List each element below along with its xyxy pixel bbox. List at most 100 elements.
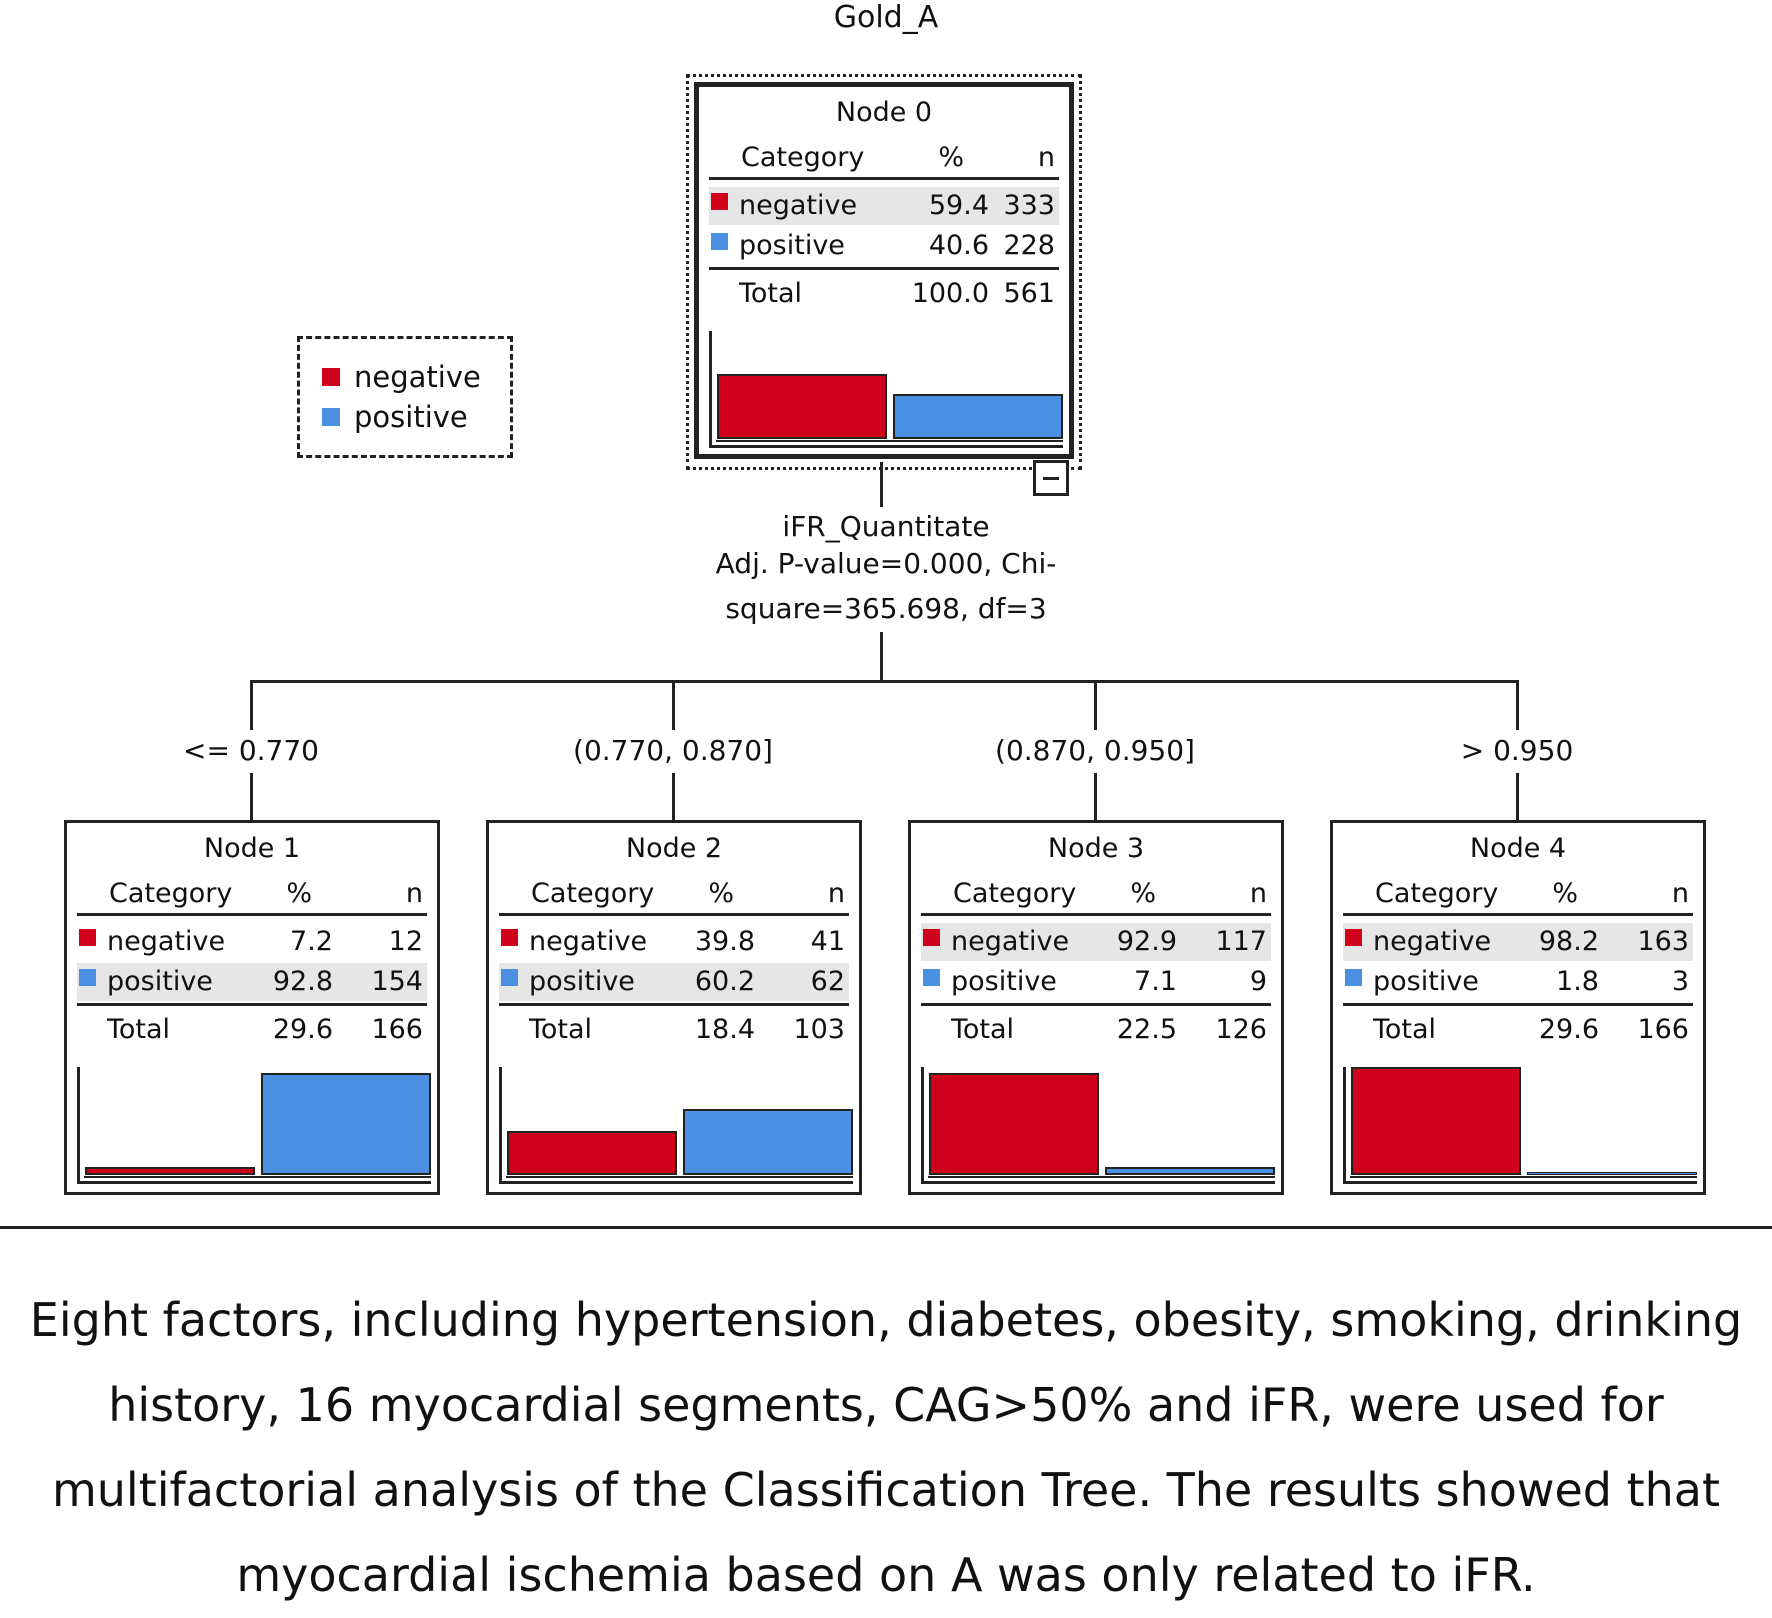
row-label: positive [951, 966, 1057, 997]
total-divider [921, 1003, 1271, 1006]
node-4[interactable]: Node 4 Category % n negative 98.2 163 po… [1330, 820, 1706, 1195]
row-n: 117 [1215, 926, 1267, 957]
connector-child-1-lower [250, 773, 253, 823]
collapse-button[interactable] [1033, 460, 1069, 496]
legend-label-negative: negative [354, 360, 481, 394]
legend: negative positive [297, 336, 513, 458]
swatch-negative [79, 929, 96, 946]
node-title: Node 1 [203, 833, 301, 864]
total-percent: 100.0 [911, 278, 989, 309]
row-label: negative [529, 926, 648, 957]
row-n: 62 [810, 966, 845, 997]
branch-label-4: > 0.950 [1460, 734, 1574, 767]
row-percent: 40.6 [928, 230, 989, 261]
total-n: 126 [1215, 1014, 1267, 1045]
table-total: Total 22.5 126 [921, 1011, 1271, 1049]
row-label: negative [951, 926, 1070, 957]
total-n: 166 [371, 1014, 423, 1045]
total-percent: 29.6 [272, 1014, 333, 1045]
branch-label-2: (0.770, 0.870] [573, 734, 773, 767]
node-2[interactable]: Node 2 Category % n negative 39.8 41 pos… [486, 820, 862, 1195]
row-n: 154 [371, 966, 423, 997]
total-divider [1343, 1003, 1693, 1006]
total-divider [499, 1003, 849, 1006]
row-percent: 59.4 [928, 190, 989, 221]
connector-horizontal [250, 680, 1518, 683]
connector-child-3 [1094, 680, 1097, 730]
header-percent: % [708, 878, 734, 909]
table-row-negative: negative 7.2 12 [77, 923, 427, 961]
table-header: Category % n [1343, 875, 1693, 916]
bar-positive [261, 1073, 431, 1175]
total-percent: 18.4 [694, 1014, 755, 1045]
divider [0, 1226, 1772, 1229]
swatch-positive [501, 969, 518, 986]
header-n: n [405, 878, 423, 909]
bar-chart [921, 1067, 1275, 1184]
bar-negative [85, 1167, 255, 1175]
header-n: n [1037, 142, 1055, 173]
branch-label-1: <= 0.770 [183, 734, 319, 767]
split-stats-line-1: Adj. P-value=0.000, Chi- [715, 547, 1057, 580]
node-title: Node 4 [1469, 833, 1567, 864]
branch-label-3: (0.870, 0.950] [995, 734, 1195, 767]
header-category: Category [953, 878, 1077, 909]
row-n: 163 [1637, 926, 1689, 957]
bar-negative [929, 1073, 1099, 1175]
split-variable: iFR_Quantitate [782, 510, 990, 543]
bar-chart [499, 1067, 853, 1184]
connector-split-down [880, 632, 883, 682]
row-label: positive [1373, 966, 1479, 997]
total-n: 103 [793, 1014, 845, 1045]
bar-positive [1105, 1167, 1275, 1175]
row-label: positive [739, 230, 845, 261]
table-row-positive: positive 1.8 3 [1343, 963, 1693, 1001]
row-percent: 1.8 [1556, 966, 1599, 997]
header-n: n [1249, 878, 1267, 909]
bar-positive [893, 394, 1063, 439]
header-n: n [827, 878, 845, 909]
root-selection-outline [686, 74, 1082, 470]
total-n: 561 [1003, 278, 1055, 309]
root-node[interactable]: Node 0 Category % n negative 59.4 333 po… [694, 82, 1074, 459]
connector-child-4 [1516, 680, 1519, 730]
total-label: Total [107, 1014, 171, 1045]
header-category: Category [531, 878, 655, 909]
table-row-positive: positive 60.2 62 [499, 963, 849, 1001]
table-row-positive: positive 7.1 9 [921, 963, 1271, 1001]
swatch-negative [711, 193, 728, 210]
swatch-positive [711, 233, 728, 250]
row-n: 41 [810, 926, 845, 957]
swatch-negative [1345, 929, 1362, 946]
row-percent: 92.9 [1116, 926, 1177, 957]
swatch-positive [1345, 969, 1362, 986]
split-stats-line-2: square=365.698, df=3 [725, 592, 1047, 625]
row-label: positive [529, 966, 635, 997]
total-percent: 22.5 [1116, 1014, 1177, 1045]
row-percent: 7.2 [290, 926, 333, 957]
bar-chart [1343, 1067, 1697, 1184]
header-n: n [1671, 878, 1689, 909]
row-percent: 60.2 [694, 966, 755, 997]
row-label: negative [107, 926, 226, 957]
total-n: 166 [1637, 1014, 1689, 1045]
row-n: 333 [1003, 190, 1055, 221]
table-total: Total 100.0 561 [709, 275, 1059, 313]
legend-swatch-negative [322, 368, 340, 386]
node-3[interactable]: Node 3 Category % n negative 92.9 117 po… [908, 820, 1284, 1195]
total-label: Total [739, 278, 803, 309]
bar-chart [709, 331, 1063, 448]
table-header: Category % n [499, 875, 849, 916]
node-title: Node 3 [1047, 833, 1145, 864]
row-label: negative [1373, 926, 1492, 957]
connector-child-1 [250, 680, 253, 730]
legend-swatch-positive [322, 408, 340, 426]
header-percent: % [286, 878, 312, 909]
table-header: Category % n [921, 875, 1271, 916]
table-header: Category % n [77, 875, 427, 916]
node-1[interactable]: Node 1 Category % n negative 7.2 12 posi… [64, 820, 440, 1195]
figure-caption: Eight factors, including hypertension, d… [29, 1293, 1743, 1602]
row-percent: 7.1 [1134, 966, 1177, 997]
header-percent: % [1130, 878, 1156, 909]
total-divider [77, 1003, 427, 1006]
